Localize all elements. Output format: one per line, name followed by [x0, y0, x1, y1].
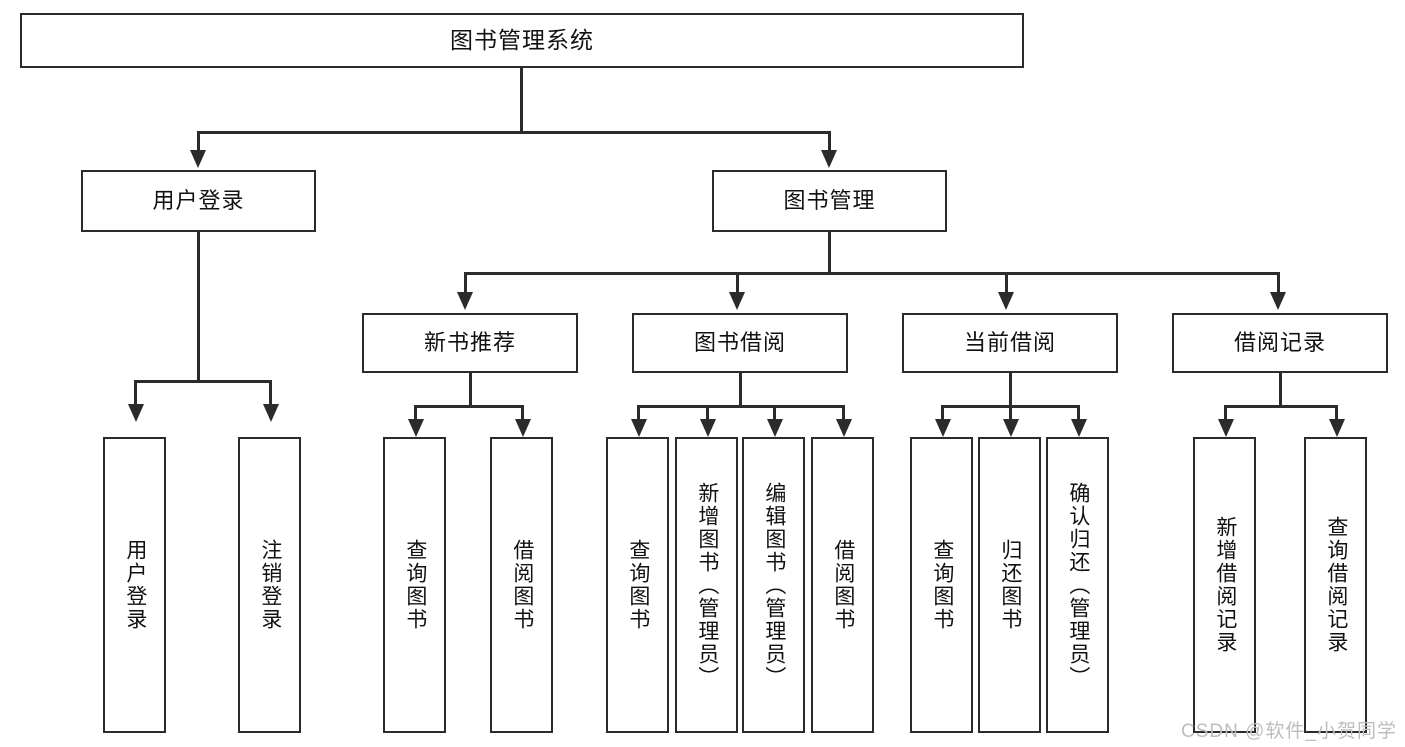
- arrow-borrow-to-leaf-1: [700, 419, 716, 437]
- arrow-borrow-to-leaf-0: [631, 419, 647, 437]
- arrow-recommend-to-leaf-1: [515, 419, 531, 437]
- node-user-login[interactable]: 用户登录: [81, 170, 316, 232]
- leaf-borrow-record-0[interactable]: 新增借阅记录: [1193, 437, 1256, 733]
- connector-borrow-bus: [637, 405, 845, 408]
- connector-login-bus: [134, 380, 272, 383]
- connector-login-to-leaf-1: [269, 380, 272, 406]
- leaf-label: 借阅图书: [510, 539, 534, 631]
- connector-login-to-leaf-0: [134, 380, 137, 406]
- connector-bookmgmt-to-l3-3: [1277, 272, 1280, 294]
- node-label: 图书借阅: [693, 330, 786, 356]
- connector-bookmgmt-to-l3-1: [736, 272, 739, 294]
- leaf-book-borrow-0[interactable]: 查询图书: [606, 437, 669, 733]
- arrow-borrow-to-leaf-2: [767, 419, 783, 437]
- connector-current-to-leaf-2: [1077, 405, 1080, 421]
- connector-record-to-leaf-1: [1335, 405, 1338, 421]
- node-label: 用户登录: [152, 188, 245, 214]
- node-label: 当前借阅: [963, 330, 1056, 356]
- leaf-user-login-1[interactable]: 注销登录: [238, 437, 301, 733]
- leaf-borrow-record-1[interactable]: 查询借阅记录: [1304, 437, 1367, 733]
- leaf-label: 注销登录: [258, 539, 282, 631]
- connector-bookmgmt-trunk: [828, 232, 831, 274]
- arrow-current-to-leaf-0: [935, 419, 951, 437]
- connector-recommend-trunk: [469, 373, 472, 407]
- leaf-recommend-0[interactable]: 查询图书: [383, 437, 446, 733]
- node-label: 新书推荐: [423, 330, 516, 356]
- leaf-label: 查询图书: [626, 539, 650, 631]
- connector-record-trunk: [1279, 373, 1282, 407]
- node-label: 图书管理系统: [450, 27, 594, 54]
- arrow-bookmgmt-to-l3-2: [998, 292, 1014, 310]
- connector-current-trunk: [1009, 373, 1012, 407]
- connector-borrow-to-leaf-2: [773, 405, 776, 421]
- leaf-book-borrow-3[interactable]: 借阅图书: [811, 437, 874, 733]
- leaf-label: 新增图书（管理员）: [695, 481, 719, 689]
- leaf-label: 确认归还（管理员）: [1066, 481, 1090, 689]
- leaf-book-borrow-1[interactable]: 新增图书（管理员）: [675, 437, 738, 733]
- arrow-borrow-to-leaf-3: [836, 419, 852, 437]
- connector-recommend-bus: [414, 405, 524, 408]
- connector-login-trunk: [197, 232, 200, 380]
- connector-borrow-to-leaf-3: [842, 405, 845, 421]
- leaf-label: 归还图书: [998, 539, 1022, 631]
- connector-bookmgmt-bus: [464, 272, 1280, 275]
- leaf-current-borrow-2[interactable]: 确认归还（管理员）: [1046, 437, 1109, 733]
- connector-current-to-leaf-1: [1009, 405, 1012, 421]
- connector-current-to-leaf-0: [941, 405, 944, 421]
- connector-record-to-leaf-0: [1224, 405, 1227, 421]
- node-book-management[interactable]: 图书管理: [712, 170, 947, 232]
- leaf-recommend-1[interactable]: 借阅图书: [490, 437, 553, 733]
- arrow-record-to-leaf-0: [1218, 419, 1234, 437]
- arrow-root-to-bookmgmt: [821, 150, 837, 168]
- arrow-record-to-leaf-1: [1329, 419, 1345, 437]
- leaf-book-borrow-2[interactable]: 编辑图书（管理员）: [742, 437, 805, 733]
- connector-record-bus: [1224, 405, 1338, 408]
- leaf-label: 新增借阅记录: [1213, 516, 1237, 654]
- node-borrow-record[interactable]: 借阅记录: [1172, 313, 1388, 373]
- leaf-label: 编辑图书（管理员）: [762, 481, 786, 689]
- connector-root-to-login: [197, 131, 200, 153]
- csdn-watermark: CSDN @软件_小贺同学: [1181, 721, 1397, 742]
- leaf-user-login-0[interactable]: 用户登录: [103, 437, 166, 733]
- connector-bookmgmt-to-l3-0: [464, 272, 467, 294]
- arrow-login-to-leaf-1: [263, 404, 279, 422]
- leaf-label: 借阅图书: [831, 539, 855, 631]
- leaf-label: 查询借阅记录: [1324, 516, 1348, 654]
- arrow-bookmgmt-to-l3-3: [1270, 292, 1286, 310]
- connector-borrow-to-leaf-0: [637, 405, 640, 421]
- connector-root-bus: [197, 131, 831, 134]
- connector-root-to-bookmgmt: [828, 131, 831, 153]
- leaf-label: 用户登录: [123, 539, 147, 631]
- leaf-label: 查询图书: [930, 539, 954, 631]
- arrow-login-to-leaf-0: [128, 404, 144, 422]
- arrow-bookmgmt-to-l3-1: [729, 292, 745, 310]
- arrow-recommend-to-leaf-0: [408, 419, 424, 437]
- arrow-root-to-login: [190, 150, 206, 168]
- connector-recommend-to-leaf-1: [521, 405, 524, 421]
- leaf-label: 查询图书: [403, 539, 427, 631]
- connector-recommend-to-leaf-0: [414, 405, 417, 421]
- node-new-book-recommend[interactable]: 新书推荐: [362, 313, 578, 373]
- node-book-borrow[interactable]: 图书借阅: [632, 313, 848, 373]
- arrow-current-to-leaf-2: [1071, 419, 1087, 437]
- leaf-current-borrow-0[interactable]: 查询图书: [910, 437, 973, 733]
- arrow-bookmgmt-to-l3-0: [457, 292, 473, 310]
- node-label: 借阅记录: [1233, 330, 1326, 356]
- connector-borrow-trunk: [739, 373, 742, 407]
- connector-root-trunk: [520, 68, 523, 131]
- connector-borrow-to-leaf-1: [706, 405, 709, 421]
- node-current-borrow[interactable]: 当前借阅: [902, 313, 1118, 373]
- connector-bookmgmt-to-l3-2: [1005, 272, 1008, 294]
- node-root-system[interactable]: 图书管理系统: [20, 13, 1024, 68]
- arrow-current-to-leaf-1: [1003, 419, 1019, 437]
- node-label: 图书管理: [783, 188, 876, 214]
- leaf-current-borrow-1[interactable]: 归还图书: [978, 437, 1041, 733]
